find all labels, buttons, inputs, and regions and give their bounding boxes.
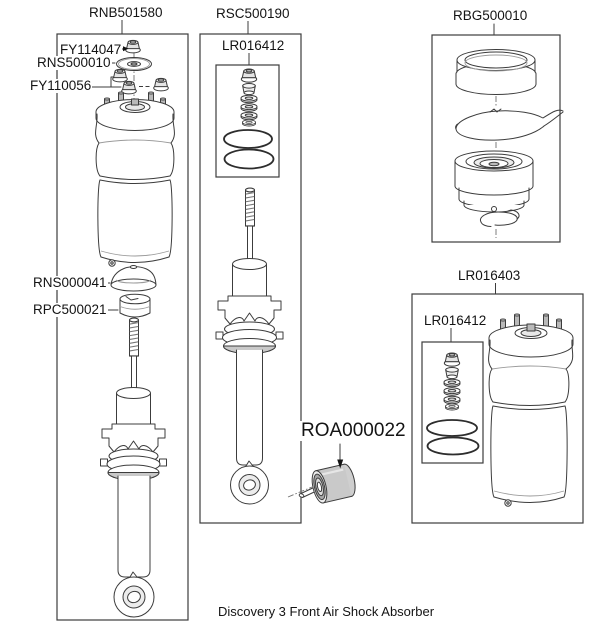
spiral-clip-illustration bbox=[479, 209, 520, 227]
shock-absorber-left-illustration bbox=[100, 317, 167, 618]
bushing-roa000022-illustration bbox=[287, 443, 356, 504]
part-label-roa000022: ROA000022 bbox=[300, 420, 407, 441]
middle-column-illustrations bbox=[215, 69, 284, 505]
part-label-rpc500021: RPC500021 bbox=[32, 302, 108, 318]
lr016403-illustrations bbox=[426, 313, 574, 507]
group-box-rbg500010 bbox=[431, 34, 561, 243]
group-label-rsc500190: RSC500190 bbox=[215, 6, 291, 22]
group-box-lr016403 bbox=[411, 293, 584, 524]
rbg500010-illustrations bbox=[454, 49, 564, 238]
top-ring-illustration bbox=[455, 49, 537, 95]
part-label-rns000041: RNS000041 bbox=[32, 275, 108, 291]
dome-rns000041-illustration bbox=[110, 265, 157, 292]
seal-kit-right-illustration bbox=[426, 353, 480, 456]
air-spring-left-illustration bbox=[95, 91, 175, 267]
washer-rns500010-illustration bbox=[116, 57, 152, 71]
kit-box-lr016412-mid bbox=[215, 64, 280, 178]
kit-box-lr016412-right bbox=[421, 341, 484, 464]
part-label-rns500010: RNS500010 bbox=[36, 55, 112, 71]
bumpstop-rpc500021-illustration bbox=[119, 293, 151, 318]
part-label-fy114047: FY114047 bbox=[59, 42, 123, 58]
shock-absorber-middle-illustration bbox=[215, 187, 284, 505]
part-label-fy110056: FY110056 bbox=[29, 78, 93, 94]
kit-label-lr016412-right: LR016412 bbox=[423, 313, 488, 329]
group-label-rbg500010: RBG500010 bbox=[452, 8, 529, 24]
diagram-caption: Discovery 3 Front Air Shock Absorber bbox=[218, 604, 435, 619]
group-label-rnb501580: RNB501580 bbox=[88, 5, 164, 21]
nuts-fy110056-illustration bbox=[112, 68, 169, 95]
retaining-strap-illustration bbox=[455, 108, 564, 141]
air-spring-right-illustration bbox=[488, 313, 574, 507]
left-column-illustrations bbox=[95, 39, 175, 618]
seal-kit-mid-illustration bbox=[223, 69, 275, 170]
piston-cup-illustration bbox=[454, 150, 534, 213]
group-box-rsc500190 bbox=[199, 33, 302, 524]
kit-label-lr016412-mid: LR016412 bbox=[221, 38, 286, 54]
group-label-lr016403: LR016403 bbox=[457, 268, 522, 284]
nut-fy114047-illustration bbox=[125, 39, 141, 54]
